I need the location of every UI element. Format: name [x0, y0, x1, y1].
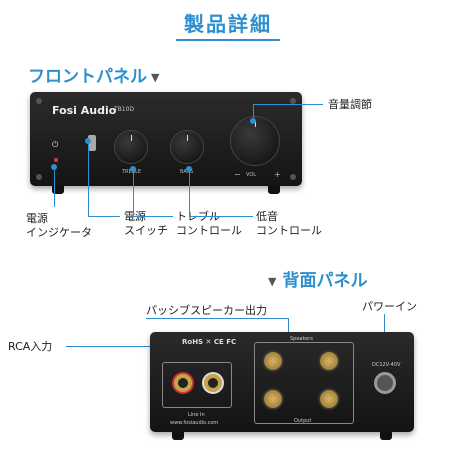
label-passive-speaker-out: パッシブスピーカー出力 — [146, 304, 267, 317]
device-foot — [52, 186, 64, 194]
callout-line — [189, 169, 190, 216]
volume-minus-icon: − — [234, 170, 241, 179]
line-in-label: Line In — [188, 412, 205, 418]
rca-jack-left[interactable] — [204, 374, 222, 392]
speaker-terminal[interactable] — [318, 388, 340, 410]
page-title: 製品詳細 — [184, 12, 272, 36]
treble-knob[interactable] — [114, 130, 148, 164]
callout-line — [189, 216, 253, 217]
speaker-terminal[interactable] — [318, 350, 340, 372]
label-treble-2: コントロール — [176, 224, 242, 237]
website-label: www.fosiaudio.com — [170, 420, 219, 426]
rear-panel-device: RoHS ✕ CE FC Line In Speakers Output DC1… — [150, 332, 414, 440]
label-bass-2: コントロール — [256, 224, 322, 237]
line-in-box — [162, 362, 232, 408]
label-power-switch-2: スイッチ — [124, 224, 168, 237]
certification-marks: RoHS ✕ CE FC — [182, 338, 237, 346]
callout-dot — [250, 118, 256, 124]
callout-line — [146, 318, 288, 319]
speaker-output-box — [254, 342, 354, 424]
bass-knob[interactable] — [170, 130, 204, 164]
callout-line — [133, 169, 134, 216]
screw-icon — [36, 98, 42, 104]
label-volume: 音量調節 — [328, 98, 372, 111]
label-power-switch-1: 電源 — [124, 210, 146, 223]
down-triangle-icon: ▼ — [268, 274, 277, 288]
knob-marker — [187, 135, 188, 141]
volume-plus-icon: + — [274, 170, 281, 179]
device-foot — [268, 186, 280, 194]
callout-line — [253, 104, 254, 120]
knob-marker — [131, 135, 132, 141]
title-underline — [176, 39, 280, 41]
volume-knob-label: VOL — [246, 172, 257, 178]
rear-panel-heading: ▼ 背面パネル — [268, 266, 367, 291]
callout-line — [133, 216, 173, 217]
label-bass-1: 低音 — [256, 210, 278, 223]
callout-line — [66, 346, 174, 347]
callout-line — [54, 167, 55, 207]
brand-logo: Fosi Audio — [52, 104, 117, 117]
output-label: Output — [294, 418, 312, 424]
front-panel-heading-text: フロントパネル — [28, 67, 147, 87]
label-rca-in: RCA入力 — [8, 340, 53, 353]
rear-panel-heading-text: 背面パネル — [282, 271, 368, 291]
down-triangle-icon: ▼ — [151, 70, 160, 84]
model-name: TB10D — [114, 106, 135, 113]
speaker-terminal[interactable] — [262, 350, 284, 372]
label-power-indicator-1: 電源 — [26, 212, 48, 225]
front-panel-device: Fosi Audio TB10D ⏻ TREBLE BASS VOL − + — [30, 92, 302, 194]
screw-icon — [290, 174, 296, 180]
device-foot — [380, 432, 392, 440]
speaker-terminal[interactable] — [262, 388, 284, 410]
label-treble-1: トレブル — [176, 210, 220, 223]
dc-input-label: DC12V-40V — [372, 362, 401, 368]
screw-icon — [36, 174, 42, 180]
device-foot — [172, 432, 184, 440]
callout-line — [88, 141, 89, 216]
front-panel-heading: フロントパネル ▼ — [28, 62, 159, 87]
label-power-in: パワーイン — [362, 300, 417, 313]
label-power-indicator-2: インジケータ — [26, 226, 92, 239]
callout-line — [288, 318, 289, 338]
rca-jack-right[interactable] — [174, 374, 192, 392]
bass-knob-label: BASS — [180, 169, 194, 175]
callout-line — [88, 216, 120, 217]
volume-knob[interactable] — [230, 116, 280, 166]
power-led — [54, 158, 58, 162]
callout-line — [253, 104, 323, 105]
speakers-label: Speakers — [290, 336, 313, 342]
screw-icon — [290, 98, 296, 104]
dc-power-jack[interactable] — [374, 372, 396, 394]
power-toggle-switch[interactable] — [88, 135, 96, 151]
treble-knob-label: TREBLE — [122, 169, 142, 175]
power-icon: ⏻ — [52, 140, 59, 149]
knob-marker — [255, 121, 256, 127]
